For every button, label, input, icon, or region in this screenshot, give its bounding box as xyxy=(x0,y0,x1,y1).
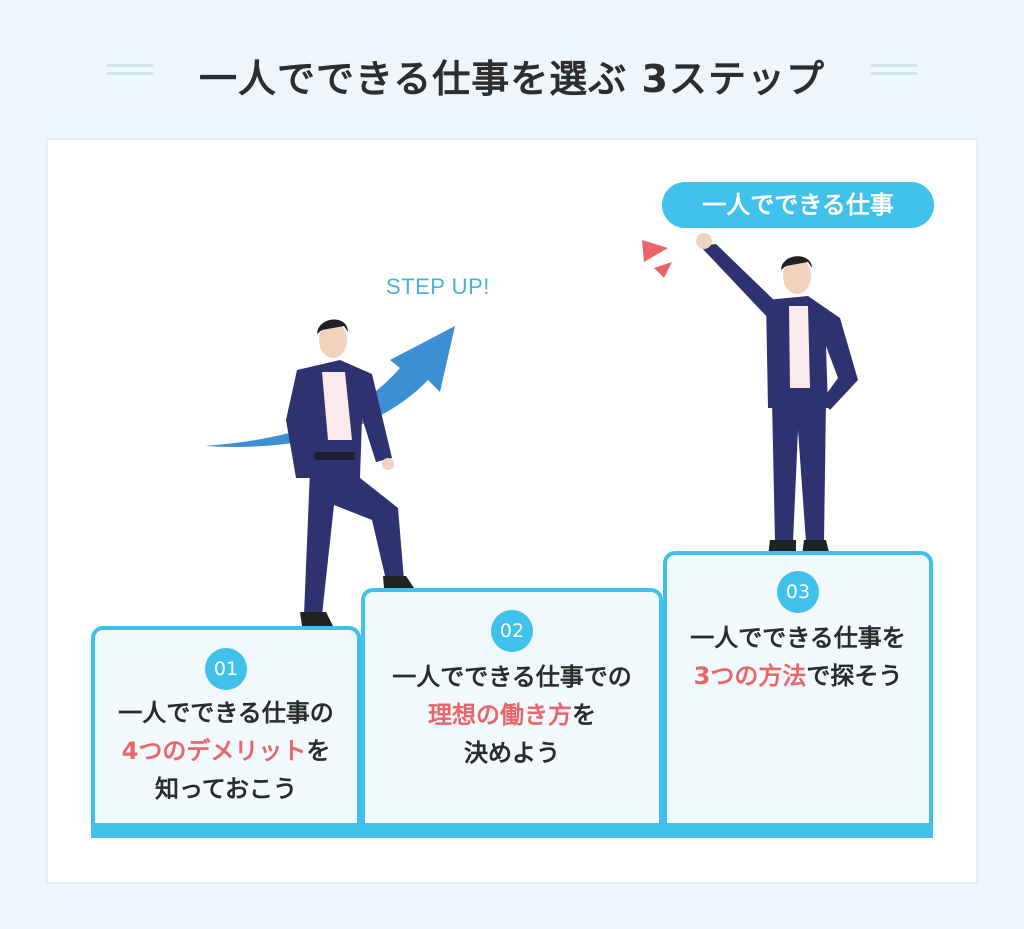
step-line-3: 知っておこう xyxy=(154,775,298,803)
step-highlight: 3つの方法 xyxy=(693,662,807,690)
businessman-cheering-icon xyxy=(696,233,858,556)
title-decoration-left xyxy=(106,64,154,80)
step-number-badge: 03 xyxy=(777,571,819,613)
step-line-3: 決めよう xyxy=(464,739,560,767)
step-number-badge: 02 xyxy=(491,610,533,652)
step-highlight: 理想の働き方 xyxy=(428,701,572,729)
step-line-2-suffix: を xyxy=(306,737,331,765)
step-highlight: 4つのデメリット xyxy=(121,737,307,765)
step-description: 一人でできる仕事での 理想の働き方を 決めよう xyxy=(365,658,659,772)
goal-label-pill: 一人でできる仕事 xyxy=(662,182,934,228)
title-row: 一人でできる仕事を選ぶ 3ステップ xyxy=(0,38,1024,108)
step-line-2: 4つのデメリットを xyxy=(95,732,357,770)
step-line-2-suffix: で探そう xyxy=(806,662,903,690)
step-line-1: 一人でできる仕事の xyxy=(118,699,334,727)
step-line-1: 一人でできる仕事での xyxy=(392,663,632,691)
step-description: 一人でできる仕事の 4つのデメリットを 知っておこう xyxy=(95,694,357,808)
step-line-1: 一人でできる仕事を xyxy=(690,624,906,652)
step-up-label: STEP UP! xyxy=(386,274,490,299)
step-box-02: 02 一人でできる仕事での 理想の働き方を 決めよう xyxy=(361,588,663,826)
step-number-badge: 01 xyxy=(205,648,247,690)
step-line-2-suffix: を xyxy=(572,701,596,729)
page-title: 一人でできる仕事を選ぶ 3ステップ xyxy=(199,57,825,101)
cheer-mark-icon xyxy=(642,240,672,278)
step-line-2: 理想の働き方を xyxy=(365,696,659,734)
businessman-stepping-icon xyxy=(286,319,414,628)
title-decoration-right xyxy=(870,64,918,80)
step-box-03: 03 一人でできる仕事を 3つの方法で探そう xyxy=(663,551,933,826)
steps-baseline xyxy=(91,823,933,838)
step-description: 一人でできる仕事を 3つの方法で探そう xyxy=(667,619,929,695)
step-line-2: 3つの方法で探そう xyxy=(667,657,929,695)
step-box-01: 01 一人でできる仕事の 4つのデメリットを 知っておこう xyxy=(91,626,361,826)
